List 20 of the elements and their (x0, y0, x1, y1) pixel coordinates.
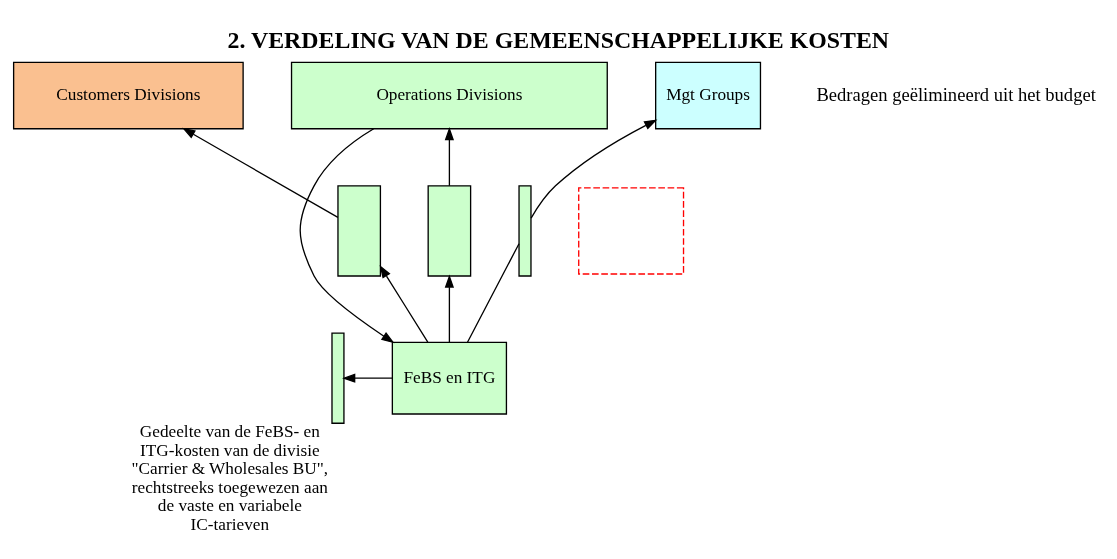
node-box: Operations Divisions (290, 61, 608, 129)
node-box: FeBS en ITG (391, 341, 508, 415)
node-box: Customers Divisions (12, 61, 244, 129)
node-box: Mgt Groups (655, 61, 762, 129)
arrow (444, 126, 455, 186)
node-label: Gedeelte van de FeBS- en ITG-kosten van de divisie "Carrier & Wholesales BU", rechtstreeks toegewezen aan de vaste en variabele IC-tarieven (131, 421, 329, 534)
node-box (337, 184, 382, 277)
label: Bedragen geëlimineerd uit het budget (816, 83, 1096, 105)
node-bar (331, 331, 345, 424)
arrow (182, 127, 339, 218)
connector (466, 242, 520, 343)
arrow (444, 273, 455, 343)
arrow (342, 373, 393, 383)
arrow (299, 127, 395, 343)
node-box (427, 184, 472, 277)
node-bar (518, 184, 532, 277)
arrow (530, 118, 658, 219)
arrow (379, 264, 429, 343)
node-box (578, 186, 685, 275)
diagram-title: 2. VERDELING VAN DE GEMEENSCHAPPELIJKE KOSTEN (227, 26, 890, 53)
